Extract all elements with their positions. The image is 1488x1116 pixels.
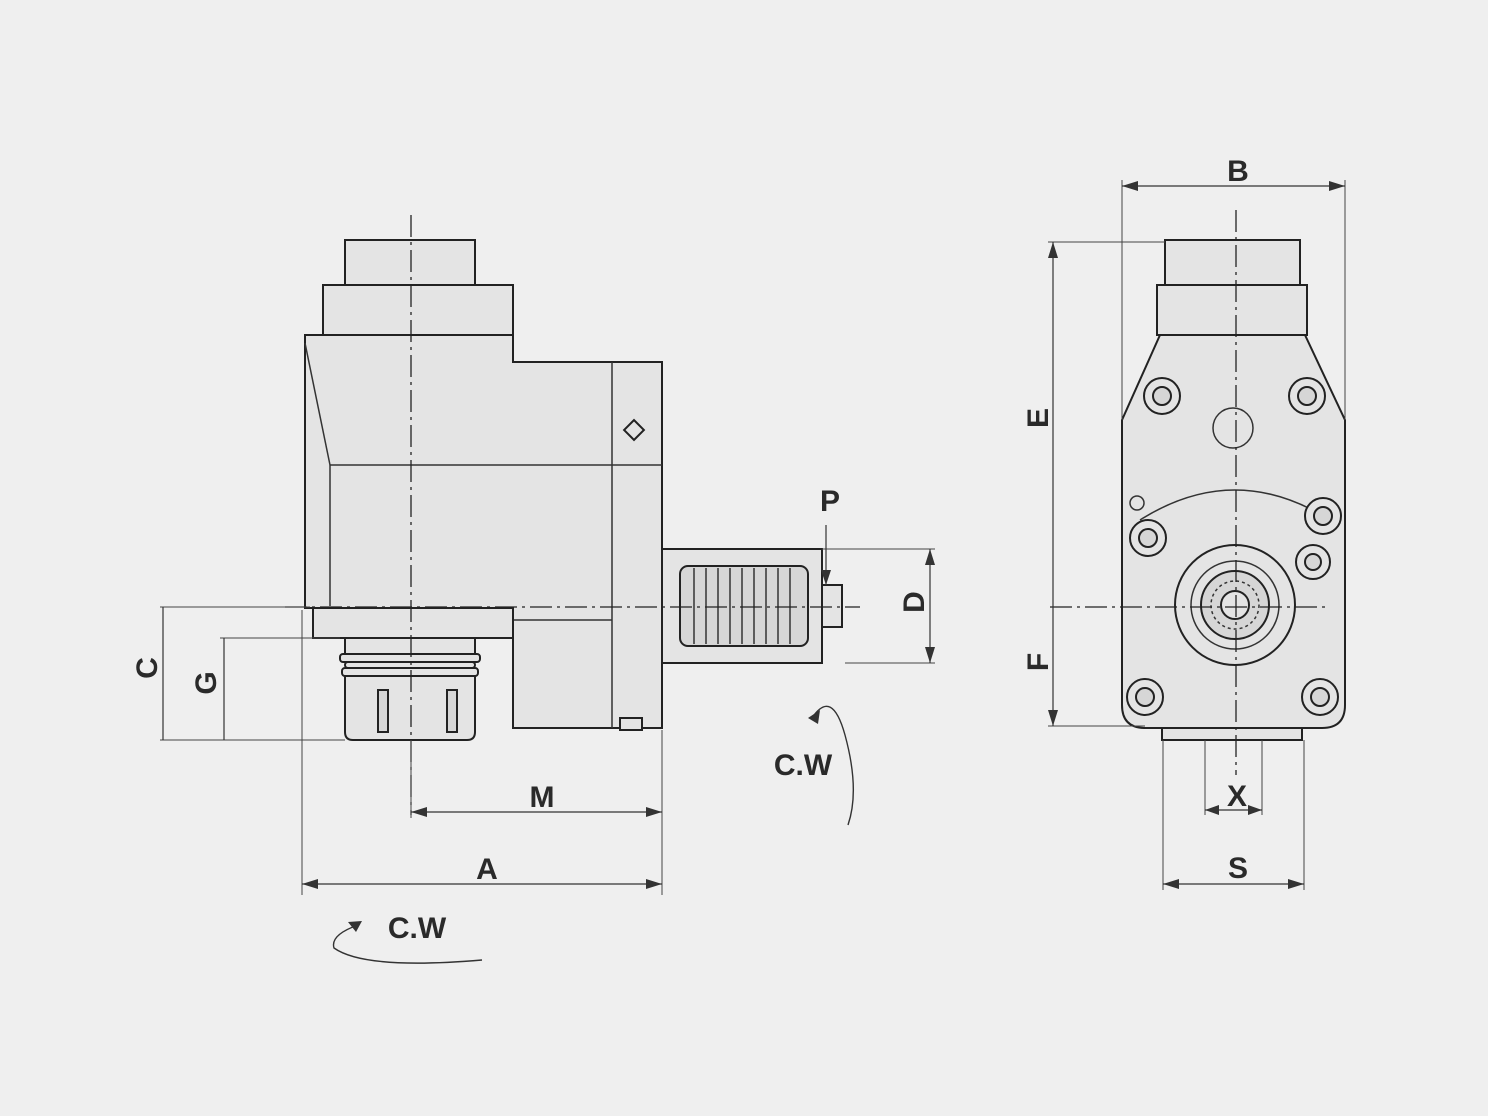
lube-fitting-icon xyxy=(622,418,646,442)
dim-label-d: D xyxy=(898,591,931,613)
dim-label-b: B xyxy=(1227,155,1249,188)
front-shank-top xyxy=(1164,239,1301,286)
cw-label-input: C.W xyxy=(388,912,447,945)
spindle-flange xyxy=(312,607,514,639)
side-view xyxy=(285,215,860,815)
dim-label-p: P xyxy=(820,485,840,518)
spindle-neck xyxy=(344,637,476,655)
side-view-dimensions: C G A M D P xyxy=(131,485,935,895)
collet-ring-3 xyxy=(341,667,479,677)
bolt-mid-right-icon xyxy=(1304,497,1342,535)
dim-label-a: A xyxy=(476,853,498,886)
dim-label-g: G xyxy=(190,671,223,694)
bolt-top-left-icon xyxy=(1143,377,1181,415)
front-base-plate xyxy=(1161,727,1303,741)
shank-collar xyxy=(322,284,514,336)
front-plug-icon xyxy=(1295,544,1331,580)
dim-label-c: C xyxy=(131,657,164,679)
dim-label-x: X xyxy=(1227,780,1247,813)
dim-label-e: E xyxy=(1022,408,1055,428)
dim-label-s: S xyxy=(1228,852,1248,885)
front-view-dimensions: B E F X S xyxy=(1022,155,1346,890)
cw-label-output: C.W xyxy=(774,749,833,782)
front-shank-collar xyxy=(1156,284,1308,336)
bolt-bottom-right-icon xyxy=(1301,678,1339,716)
rotation-arrow-input: C.W xyxy=(332,912,483,964)
dim-label-m: M xyxy=(530,781,555,814)
drive-spline-tip xyxy=(821,584,843,628)
drive-shaft-splined xyxy=(679,565,809,647)
front-small-hole xyxy=(1129,495,1145,511)
front-view xyxy=(1050,210,1346,775)
housing-foot xyxy=(619,717,643,731)
front-port-top xyxy=(1212,407,1254,449)
bolt-bottom-left-icon xyxy=(1126,678,1164,716)
rotation-arrow-output: C.W xyxy=(774,705,854,826)
dim-label-f: F xyxy=(1022,653,1055,671)
collet-ring-1 xyxy=(339,653,481,663)
bolt-mid-left-icon xyxy=(1129,519,1167,557)
bolt-top-right-icon xyxy=(1288,377,1326,415)
shank-top-block xyxy=(344,239,476,286)
